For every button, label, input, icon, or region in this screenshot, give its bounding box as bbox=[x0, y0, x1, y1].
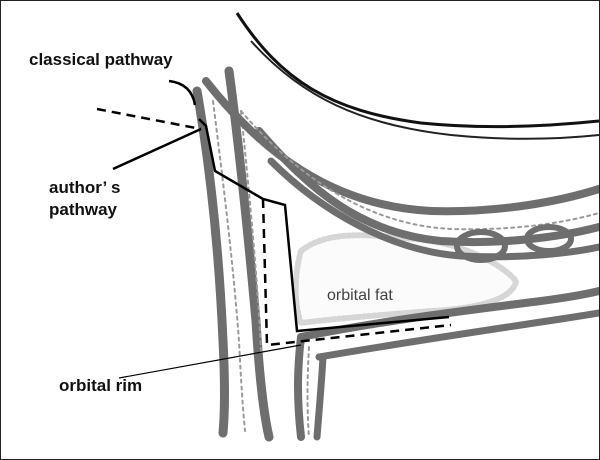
classical-pathway-label: classical pathway bbox=[29, 49, 173, 71]
authors-pathway-label: author’ s pathway bbox=[49, 177, 120, 221]
classical-pathway-leader bbox=[169, 81, 195, 105]
orbital-rim-leader bbox=[119, 345, 301, 378]
authors-pathway-label-line2: pathway bbox=[49, 199, 120, 221]
rim-texture bbox=[308, 347, 310, 437]
upper-curve-tissue bbox=[206, 81, 599, 211]
orbital-rim-bone bbox=[298, 337, 301, 437]
orbital-rim-label: orbital rim bbox=[59, 375, 142, 397]
authors-pathway-leader bbox=[113, 129, 201, 169]
orbital-rim-bone-inner bbox=[317, 357, 323, 437]
eyelid-tissue-inner bbox=[197, 91, 225, 433]
authors-pathway-label-line1: author’ s bbox=[49, 177, 120, 199]
globe-outer-curve bbox=[237, 13, 599, 127]
orbital-fat-label: orbital fat bbox=[327, 285, 393, 307]
